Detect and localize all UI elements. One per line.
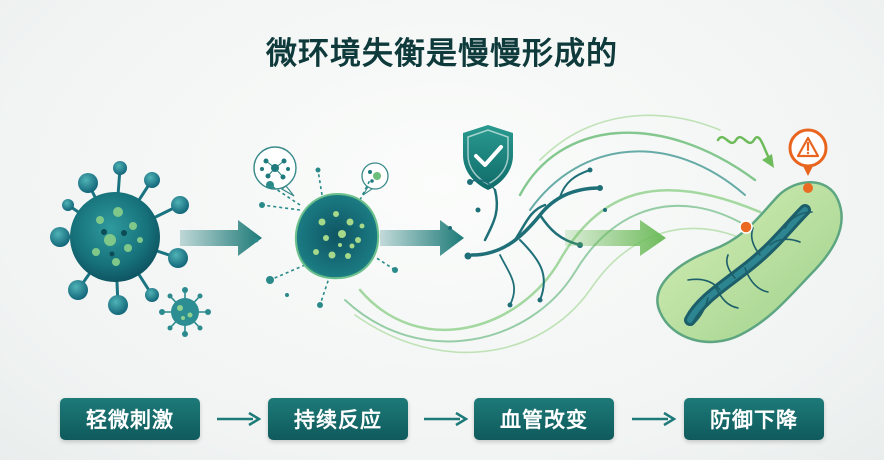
flow-lines bbox=[344, 114, 762, 354]
inflamed-cell-icon bbox=[253, 167, 398, 308]
flow-arrow-icon bbox=[180, 220, 262, 256]
squiggle-arrow-icon bbox=[716, 135, 774, 168]
signal-bubble-icon bbox=[361, 162, 389, 196]
signal-bubble-icon bbox=[253, 146, 297, 197]
stage-vascular-change: 血管改变 bbox=[474, 398, 614, 440]
stage-defense-decline: 防御下降 bbox=[684, 398, 824, 440]
stage-sequence: 轻微刺激 持续反应 血管改变 防御下降 bbox=[0, 398, 884, 442]
virus-icon bbox=[50, 161, 189, 315]
flow-arrow-icon bbox=[380, 220, 464, 256]
arrow-right-icon bbox=[632, 411, 676, 427]
arrow-right-icon bbox=[217, 411, 261, 427]
stage-continuous-reaction: 持续反应 bbox=[268, 398, 408, 440]
page-title: 微环境失衡是慢慢形成的 bbox=[266, 36, 618, 72]
vessel-network-icon bbox=[469, 169, 602, 306]
stage-mild-stimulus: 轻微刺激 bbox=[60, 398, 200, 440]
tissue-icon bbox=[656, 181, 843, 344]
arrow-right-icon bbox=[424, 411, 468, 427]
flow-arrow-icon bbox=[565, 220, 666, 256]
virus-small-icon bbox=[159, 287, 211, 337]
warning-icon bbox=[788, 128, 828, 193]
